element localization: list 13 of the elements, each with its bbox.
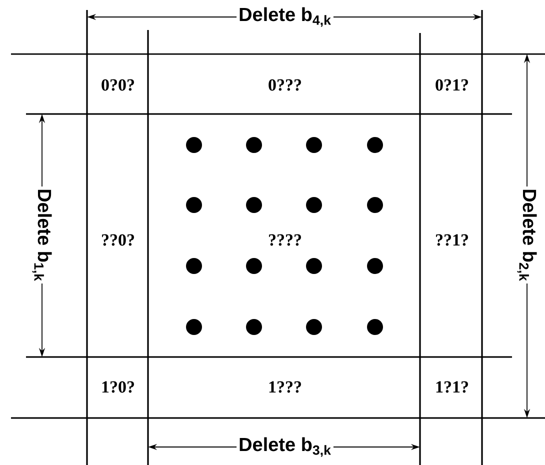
- dimension-label: Delete b$_{4,k}$: [236, 5, 334, 29]
- cell-code: 1?1?: [436, 381, 468, 393]
- cell-code: ????: [269, 234, 301, 246]
- cell-code: 0?0?: [102, 79, 134, 91]
- cell-code: 0?1?: [436, 79, 468, 91]
- cell-code: 1???: [269, 381, 301, 393]
- dimension-label: Delete b$_{3,k}$: [236, 435, 334, 459]
- cell-code: ??0?: [102, 234, 134, 246]
- cell-code: 1?0?: [102, 381, 134, 393]
- dimension-label: Delete b$_{2,k}$: [515, 186, 539, 284]
- cell-code: 0???: [268, 79, 301, 91]
- dimension-label: Delete b$_{1,k}$: [30, 186, 54, 284]
- cell-code: ??1?: [436, 234, 468, 246]
